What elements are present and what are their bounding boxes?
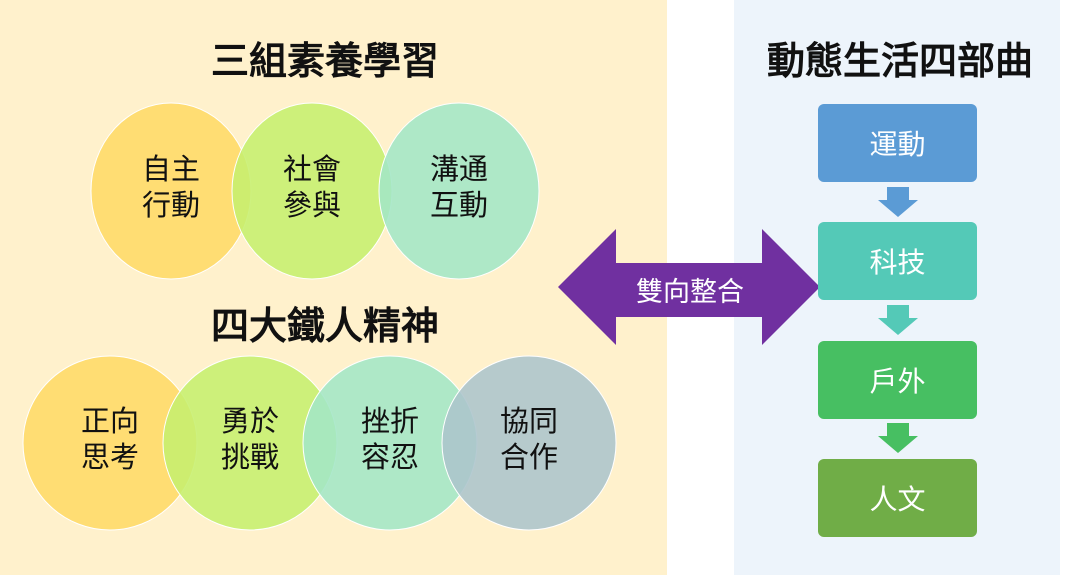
label-line: 合作 xyxy=(499,440,558,474)
step-sports: 運動 xyxy=(818,104,977,182)
double-arrow xyxy=(558,229,820,345)
label-line: 思考 xyxy=(80,440,139,474)
label-line: 正向 xyxy=(80,404,139,438)
label-line: 挫折 xyxy=(360,404,419,438)
step-outdoor: 戶外 xyxy=(818,341,977,419)
down-arrow-icon xyxy=(878,305,918,335)
label-line: 社會 xyxy=(282,152,341,186)
spirit-circle-label: 挫折容忍 xyxy=(350,403,430,475)
label-line: 勇於 xyxy=(220,404,279,438)
label-line: 容忍 xyxy=(360,440,419,474)
down-arrow-icon xyxy=(878,187,918,217)
iron-spirit-title: 四大鐵人精神 xyxy=(210,304,439,348)
literacy-circle xyxy=(378,102,540,280)
step-humanities: 人文 xyxy=(818,459,977,537)
label-line: 參與 xyxy=(282,188,341,222)
label-line: 協同 xyxy=(499,404,558,438)
label-line: 挑戰 xyxy=(220,440,279,474)
label-line: 溝通 xyxy=(429,152,488,186)
label-line: 互動 xyxy=(429,188,488,222)
label-line: 自主 xyxy=(141,152,200,186)
spirit-circle xyxy=(441,355,617,531)
label-line: 行動 xyxy=(141,188,200,222)
spirit-circle-label: 勇於挑戰 xyxy=(210,403,290,475)
spirit-circle-label: 正向思考 xyxy=(70,403,150,475)
spirit-circle-label: 協同合作 xyxy=(489,403,569,475)
step-technology: 科技 xyxy=(818,222,977,300)
three-literacies-title: 三組素養學習 xyxy=(210,39,439,83)
literacy-circle-label: 社會參與 xyxy=(272,151,352,223)
literacy-circle-label: 溝通互動 xyxy=(419,151,499,223)
four-part-title: 動態生活四部曲 xyxy=(766,39,1033,83)
literacy-circle-label: 自主行動 xyxy=(131,151,211,223)
two-way-integration-label: 雙向整合 xyxy=(636,277,744,308)
down-arrow-icon xyxy=(878,423,918,453)
